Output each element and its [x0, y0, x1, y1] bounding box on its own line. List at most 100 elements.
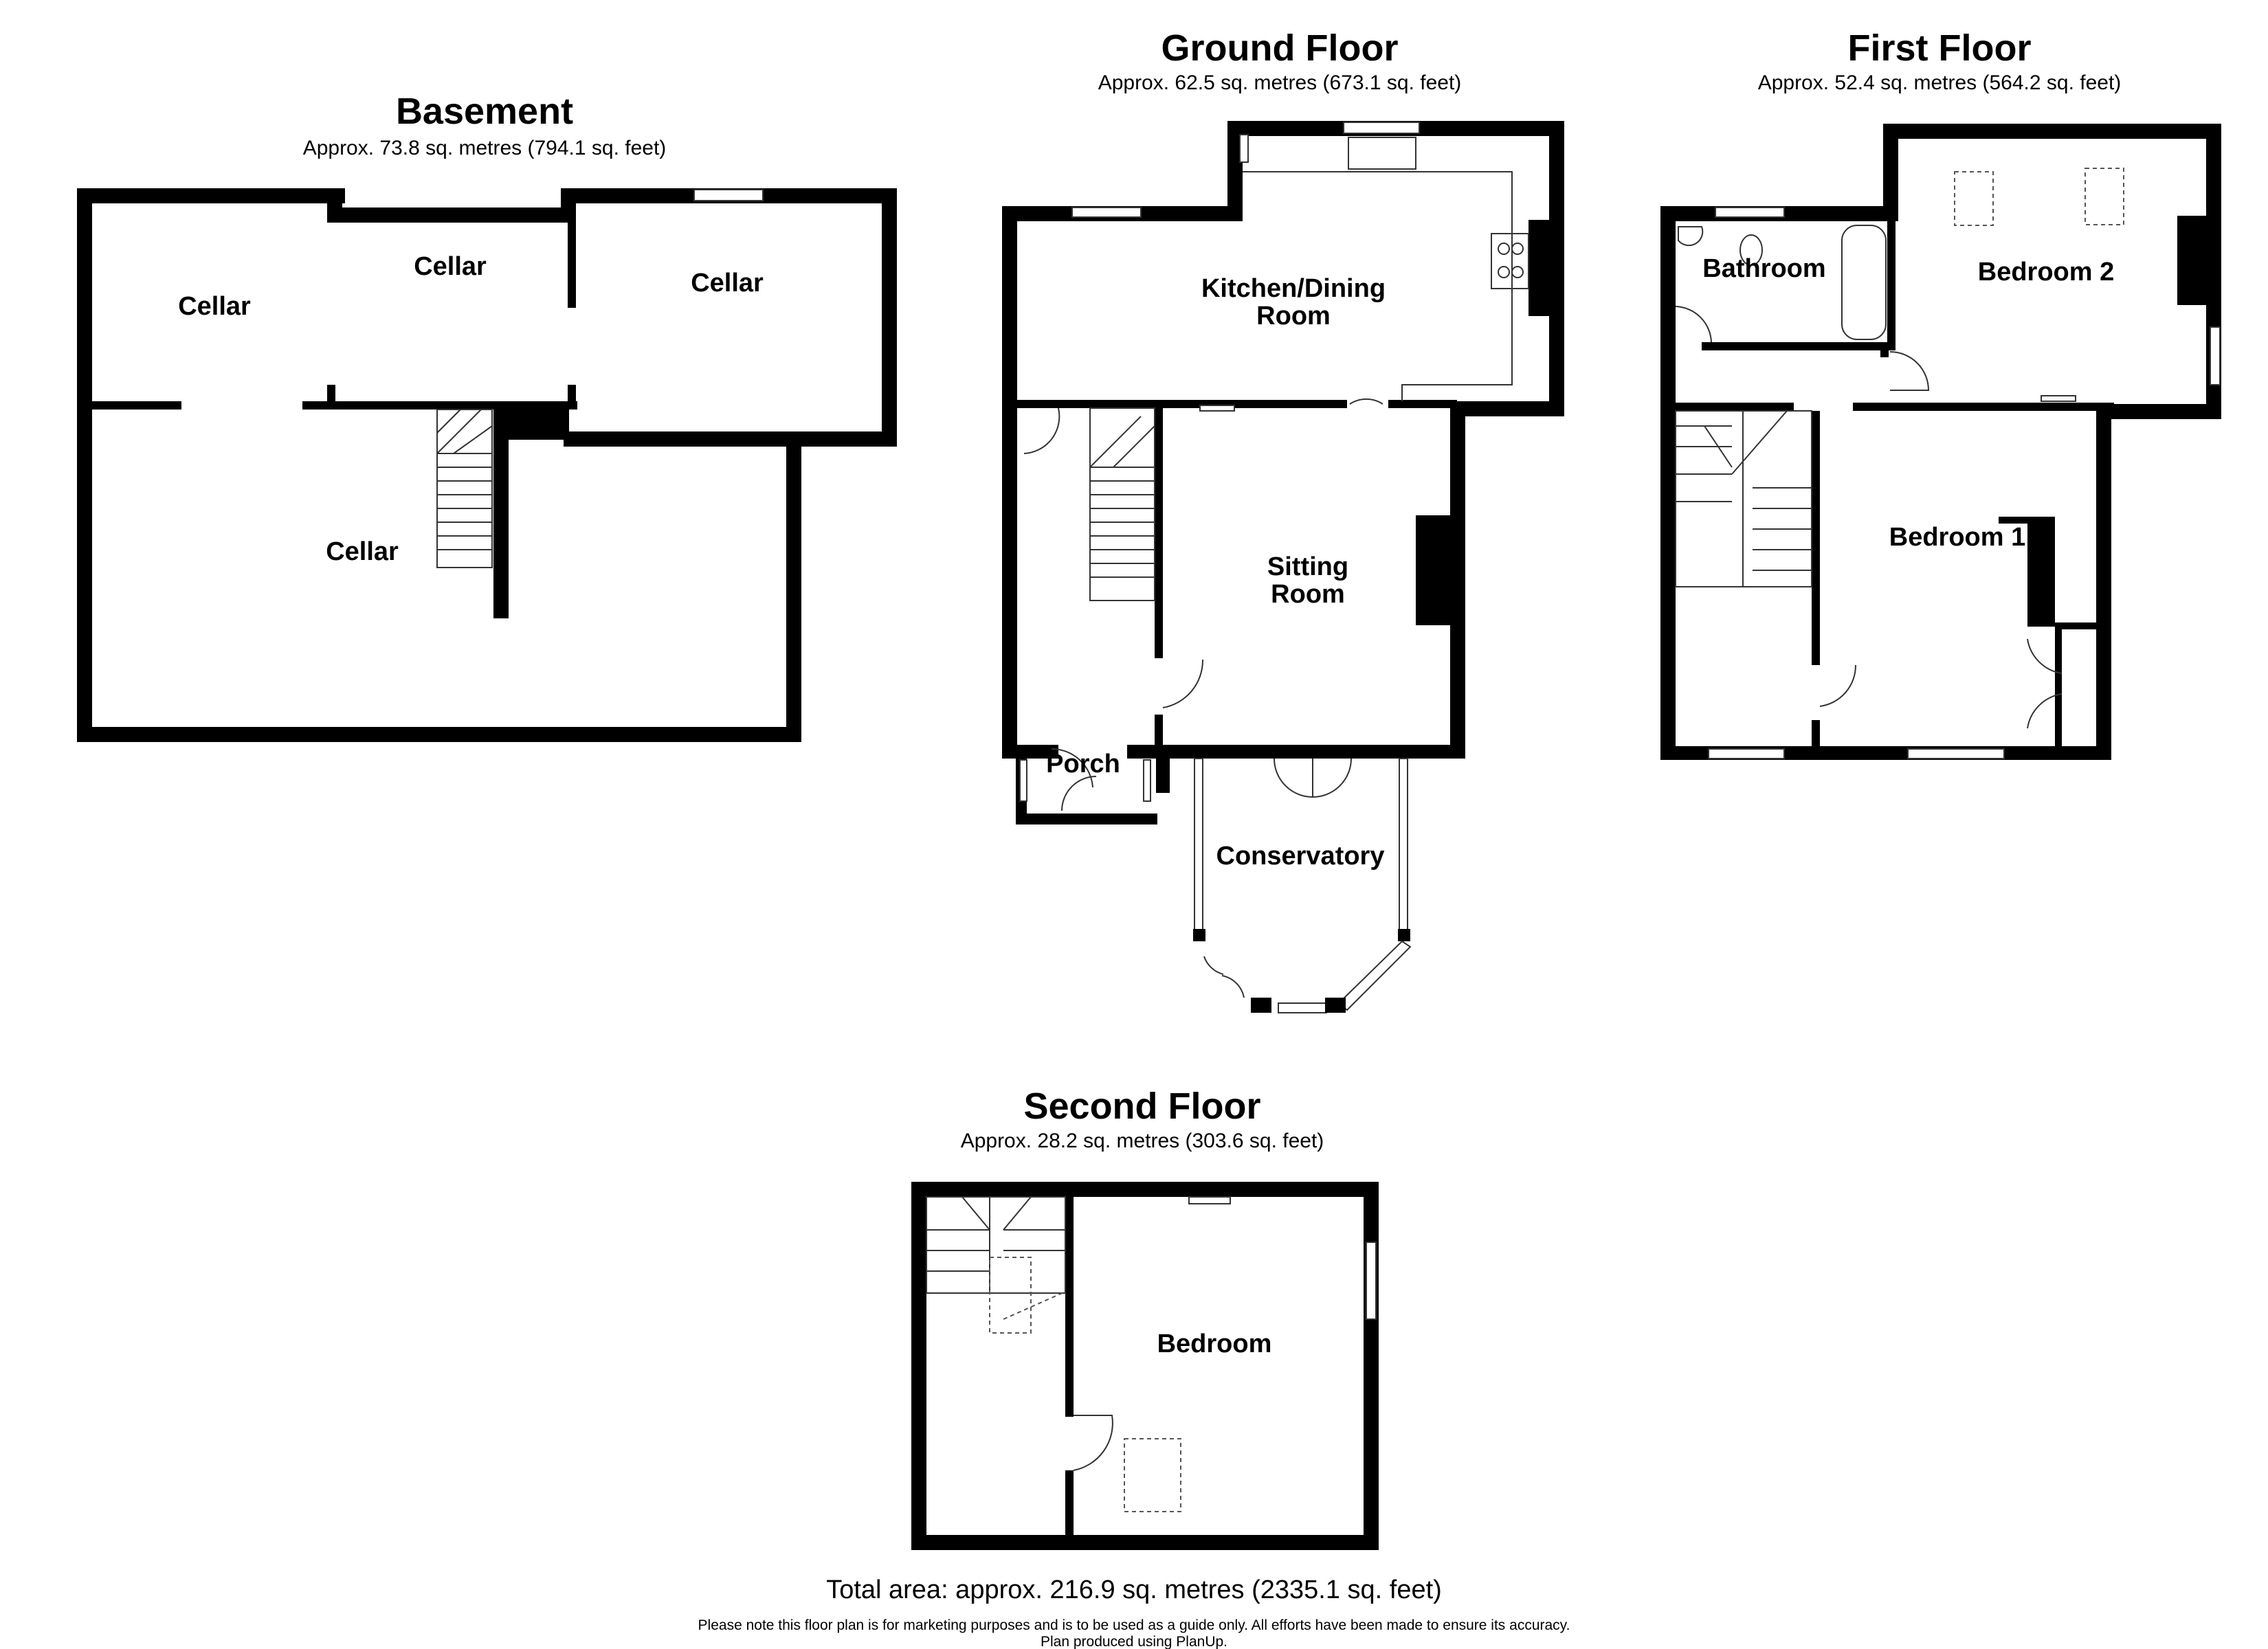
wall [327, 385, 335, 410]
room-label-cellar-1: Cellar [178, 292, 251, 321]
staircase [926, 1196, 1066, 1334]
wall [1065, 1470, 1074, 1539]
wall [1364, 1182, 1379, 1550]
wall [1325, 998, 1346, 1013]
second-floor-plan: Second Floor Approx. 28.2 sq. metres (30… [911, 1086, 1379, 1550]
door-swing [1274, 758, 1313, 798]
first-floor-plan: First Floor Approx. 52.4 sq. metres (564… [1660, 27, 2221, 760]
radiator [2041, 395, 2076, 402]
sink [1348, 137, 1416, 170]
wall [1251, 998, 1271, 1013]
toilet [1739, 234, 1763, 266]
room-label-sitting-room-1: Sitting [1267, 552, 1348, 581]
staircase [436, 409, 493, 568]
ground-floor-plan: Ground Floor Approx. 62.5 sq. metres (67… [1002, 27, 1564, 1013]
basin [1678, 226, 1704, 247]
wall [911, 1182, 1379, 1197]
wall [1112, 814, 1157, 824]
wall [1398, 929, 1410, 941]
wall [1880, 342, 1889, 357]
window [1278, 1002, 1327, 1013]
bath [1841, 225, 1887, 340]
wall [1155, 715, 1163, 756]
basement-title: Basement [396, 91, 573, 132]
door-swing [1819, 664, 1857, 707]
wall [568, 385, 576, 410]
wall [1676, 403, 1794, 411]
wall [1853, 403, 2114, 411]
disclaimer-note: Please note this floor plan is for marke… [698, 1617, 1570, 1633]
radiator [1188, 1196, 1231, 1204]
second-floor-area: Approx. 28.2 sq. metres (303.6 sq. feet) [961, 1130, 1324, 1152]
wall [1812, 720, 1820, 750]
hob [1491, 233, 1529, 289]
wall [568, 203, 576, 308]
room-label-cellar-2: Cellar [414, 252, 487, 281]
window [1337, 940, 1412, 1011]
wall [1002, 745, 1058, 759]
wall [1883, 124, 2221, 139]
window [1019, 759, 1027, 802]
wall [1100, 814, 1112, 824]
wall [1017, 400, 1244, 408]
wall [1155, 408, 1163, 658]
door-swing [1061, 776, 1097, 811]
chimney-breast [1416, 515, 1450, 625]
window [1343, 122, 1420, 134]
window [1071, 207, 1142, 218]
chimney-breast [2177, 216, 2206, 305]
second-floor-title: Second Floor [1023, 1086, 1260, 1127]
window [1366, 1242, 1377, 1320]
wall [1660, 206, 1676, 760]
door-swing [1312, 758, 1352, 798]
wall [564, 431, 897, 447]
wall [2055, 622, 2096, 629]
window [1907, 748, 2005, 759]
room-label-porch: Porch [1046, 750, 1120, 778]
wall [1237, 400, 1347, 408]
skylight [2084, 168, 2124, 225]
door-swing [1349, 398, 1383, 405]
wall [77, 188, 92, 742]
produced-by-note: Plan produced using PlanUp. [1041, 1634, 1227, 1649]
room-label-conservatory: Conservatory [1216, 842, 1385, 871]
wall [1193, 929, 1205, 941]
door-swing [1889, 351, 1930, 391]
room-label-cellar-4: Cellar [326, 537, 399, 566]
window [693, 189, 764, 201]
wall [2055, 622, 2062, 746]
kitchen-worktop [1243, 171, 1513, 401]
staircase [1089, 407, 1155, 601]
wall [327, 188, 342, 223]
wall [1388, 400, 1457, 408]
room-label-kitchen-dining-1: Kitchen/Dining [1201, 274, 1386, 303]
room-label-kitchen-dining-2: Room [1256, 302, 1331, 330]
room-label-bedroom: Bedroom [1157, 1330, 1272, 1358]
door-swing [2027, 638, 2063, 674]
wall [92, 401, 181, 410]
window [1194, 758, 1203, 938]
window [1715, 207, 1785, 218]
door-swing [1162, 659, 1204, 708]
wall [1227, 121, 1243, 218]
wall [1812, 411, 1820, 665]
basement-area: Approx. 73.8 sq. metres (794.1 sq. feet) [303, 137, 667, 159]
wall [2096, 404, 2111, 760]
skylight [1124, 1438, 1181, 1512]
window [1143, 759, 1151, 802]
wall [1161, 745, 1464, 759]
door-swing [1073, 1415, 1113, 1471]
room-label-cellar-3: Cellar [691, 269, 764, 298]
wall [911, 1535, 1379, 1550]
chimney-breast [1528, 220, 1556, 316]
wall [786, 433, 801, 742]
window [2210, 326, 2221, 385]
wall [1065, 1197, 1074, 1417]
room-label-bathroom: Bathroom [1702, 254, 1825, 283]
wall [1002, 206, 1017, 759]
wall [1702, 342, 1895, 350]
wall [1883, 124, 1898, 221]
staircase [1675, 410, 1812, 587]
room-label-sitting-room-2: Room [1271, 580, 1345, 609]
